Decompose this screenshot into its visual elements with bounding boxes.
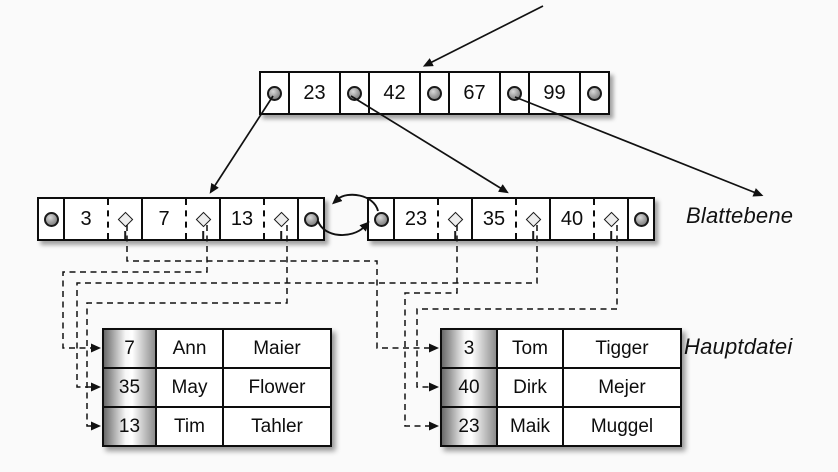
table-row: 13 Tim Tahler [104, 406, 330, 445]
leaf-node-left: 3 7 13 [37, 197, 325, 241]
index-key: 67 [448, 73, 499, 113]
record-key: 40 [442, 369, 496, 406]
table-row: 23 Maik Muggel [442, 406, 680, 445]
pointer-circle-icon [373, 211, 389, 227]
leaf-entry: 3 [63, 199, 141, 239]
record-pointer-slot [109, 199, 141, 239]
record-pointer-slot [595, 199, 627, 239]
record-table-right: 3 Tom Tigger 40 Dirk Mejer 23 Maik Mugge… [440, 328, 682, 447]
record-first: May [155, 369, 222, 406]
pointer-cell [579, 73, 608, 113]
diamond-icon [273, 211, 289, 227]
record-last: Tahler [222, 408, 330, 445]
table-row: 7 Ann Maier [104, 330, 330, 367]
pointer-circle-icon [303, 211, 319, 227]
record-last: Muggel [562, 408, 680, 445]
diamond-stem [202, 231, 204, 239]
pointer-cell [419, 73, 448, 113]
main-file-label: Hauptdatei [684, 334, 793, 359]
leaf-entry: 35 [471, 199, 549, 239]
diamond-icon [525, 211, 541, 227]
pointer-cell [39, 199, 63, 239]
diamond-stem [124, 231, 126, 239]
diamond-icon [195, 211, 211, 227]
record-pointer-slot [439, 199, 471, 239]
diamond-stem [610, 231, 612, 239]
pointer-circle-icon [347, 85, 362, 101]
diamond-icon [447, 211, 463, 227]
record-key: 3 [442, 330, 496, 367]
leaf-key: 3 [65, 199, 109, 239]
record-last: Flower [222, 369, 330, 406]
record-first: Tim [155, 408, 222, 445]
leaf-key: 13 [221, 199, 265, 239]
pointer-cell [339, 73, 368, 113]
pointer-cell [499, 73, 528, 113]
leaf-entry: 13 [219, 199, 297, 239]
pointer-cell [261, 73, 288, 113]
record-key: 13 [104, 408, 155, 445]
diamond-icon [603, 211, 619, 227]
index-node-root: 23 42 67 99 [259, 71, 610, 115]
leaf-key: 35 [473, 199, 517, 239]
diamond-stem [532, 231, 534, 239]
diamond-icon [117, 211, 133, 227]
pointer-circle-icon [427, 85, 442, 101]
record-key: 35 [104, 369, 155, 406]
leaf-key: 40 [551, 199, 595, 239]
record-last: Maier [222, 330, 330, 367]
pointer-cell [627, 199, 653, 239]
leaf-key: 7 [143, 199, 187, 239]
leaf-entry: 23 [393, 199, 471, 239]
record-first: Ann [155, 330, 222, 367]
record-table-left: 7 Ann Maier 35 May Flower 13 Tim Tahler [102, 328, 332, 447]
pointer-circle-icon [587, 85, 602, 101]
record-first: Dirk [496, 369, 562, 406]
record-pointer-slot [517, 199, 549, 239]
pointer-circle-icon [267, 85, 282, 101]
leaf-entry: 40 [549, 199, 627, 239]
table-row: 35 May Flower [104, 367, 330, 406]
leaf-level-label: Blattebene [686, 203, 794, 228]
record-last: Tigger [562, 330, 680, 367]
table-row: 40 Dirk Mejer [442, 367, 680, 406]
pointer-circle-icon [633, 211, 649, 227]
pointer-circle-icon [507, 85, 522, 101]
diamond-stem [280, 231, 282, 239]
record-first: Tom [496, 330, 562, 367]
record-pointer-slot [265, 199, 297, 239]
record-last: Mejer [562, 369, 680, 406]
record-key: 7 [104, 330, 155, 367]
leaf-key: 23 [395, 199, 439, 239]
pointer-circle-icon [43, 211, 59, 227]
table-row: 3 Tom Tigger [442, 330, 680, 367]
pointer-cell [369, 199, 393, 239]
record-pointer-slot [187, 199, 219, 239]
record-first: Maik [496, 408, 562, 445]
leaf-node-right: 23 35 40 [367, 197, 655, 241]
index-key: 99 [528, 73, 579, 113]
diamond-stem [454, 231, 456, 239]
leaf-entry: 7 [141, 199, 219, 239]
record-key: 23 [442, 408, 496, 445]
index-key: 23 [288, 73, 339, 113]
root-entry-arrow [422, 5, 544, 67]
index-key: 42 [368, 73, 419, 113]
pointer-cell [297, 199, 323, 239]
